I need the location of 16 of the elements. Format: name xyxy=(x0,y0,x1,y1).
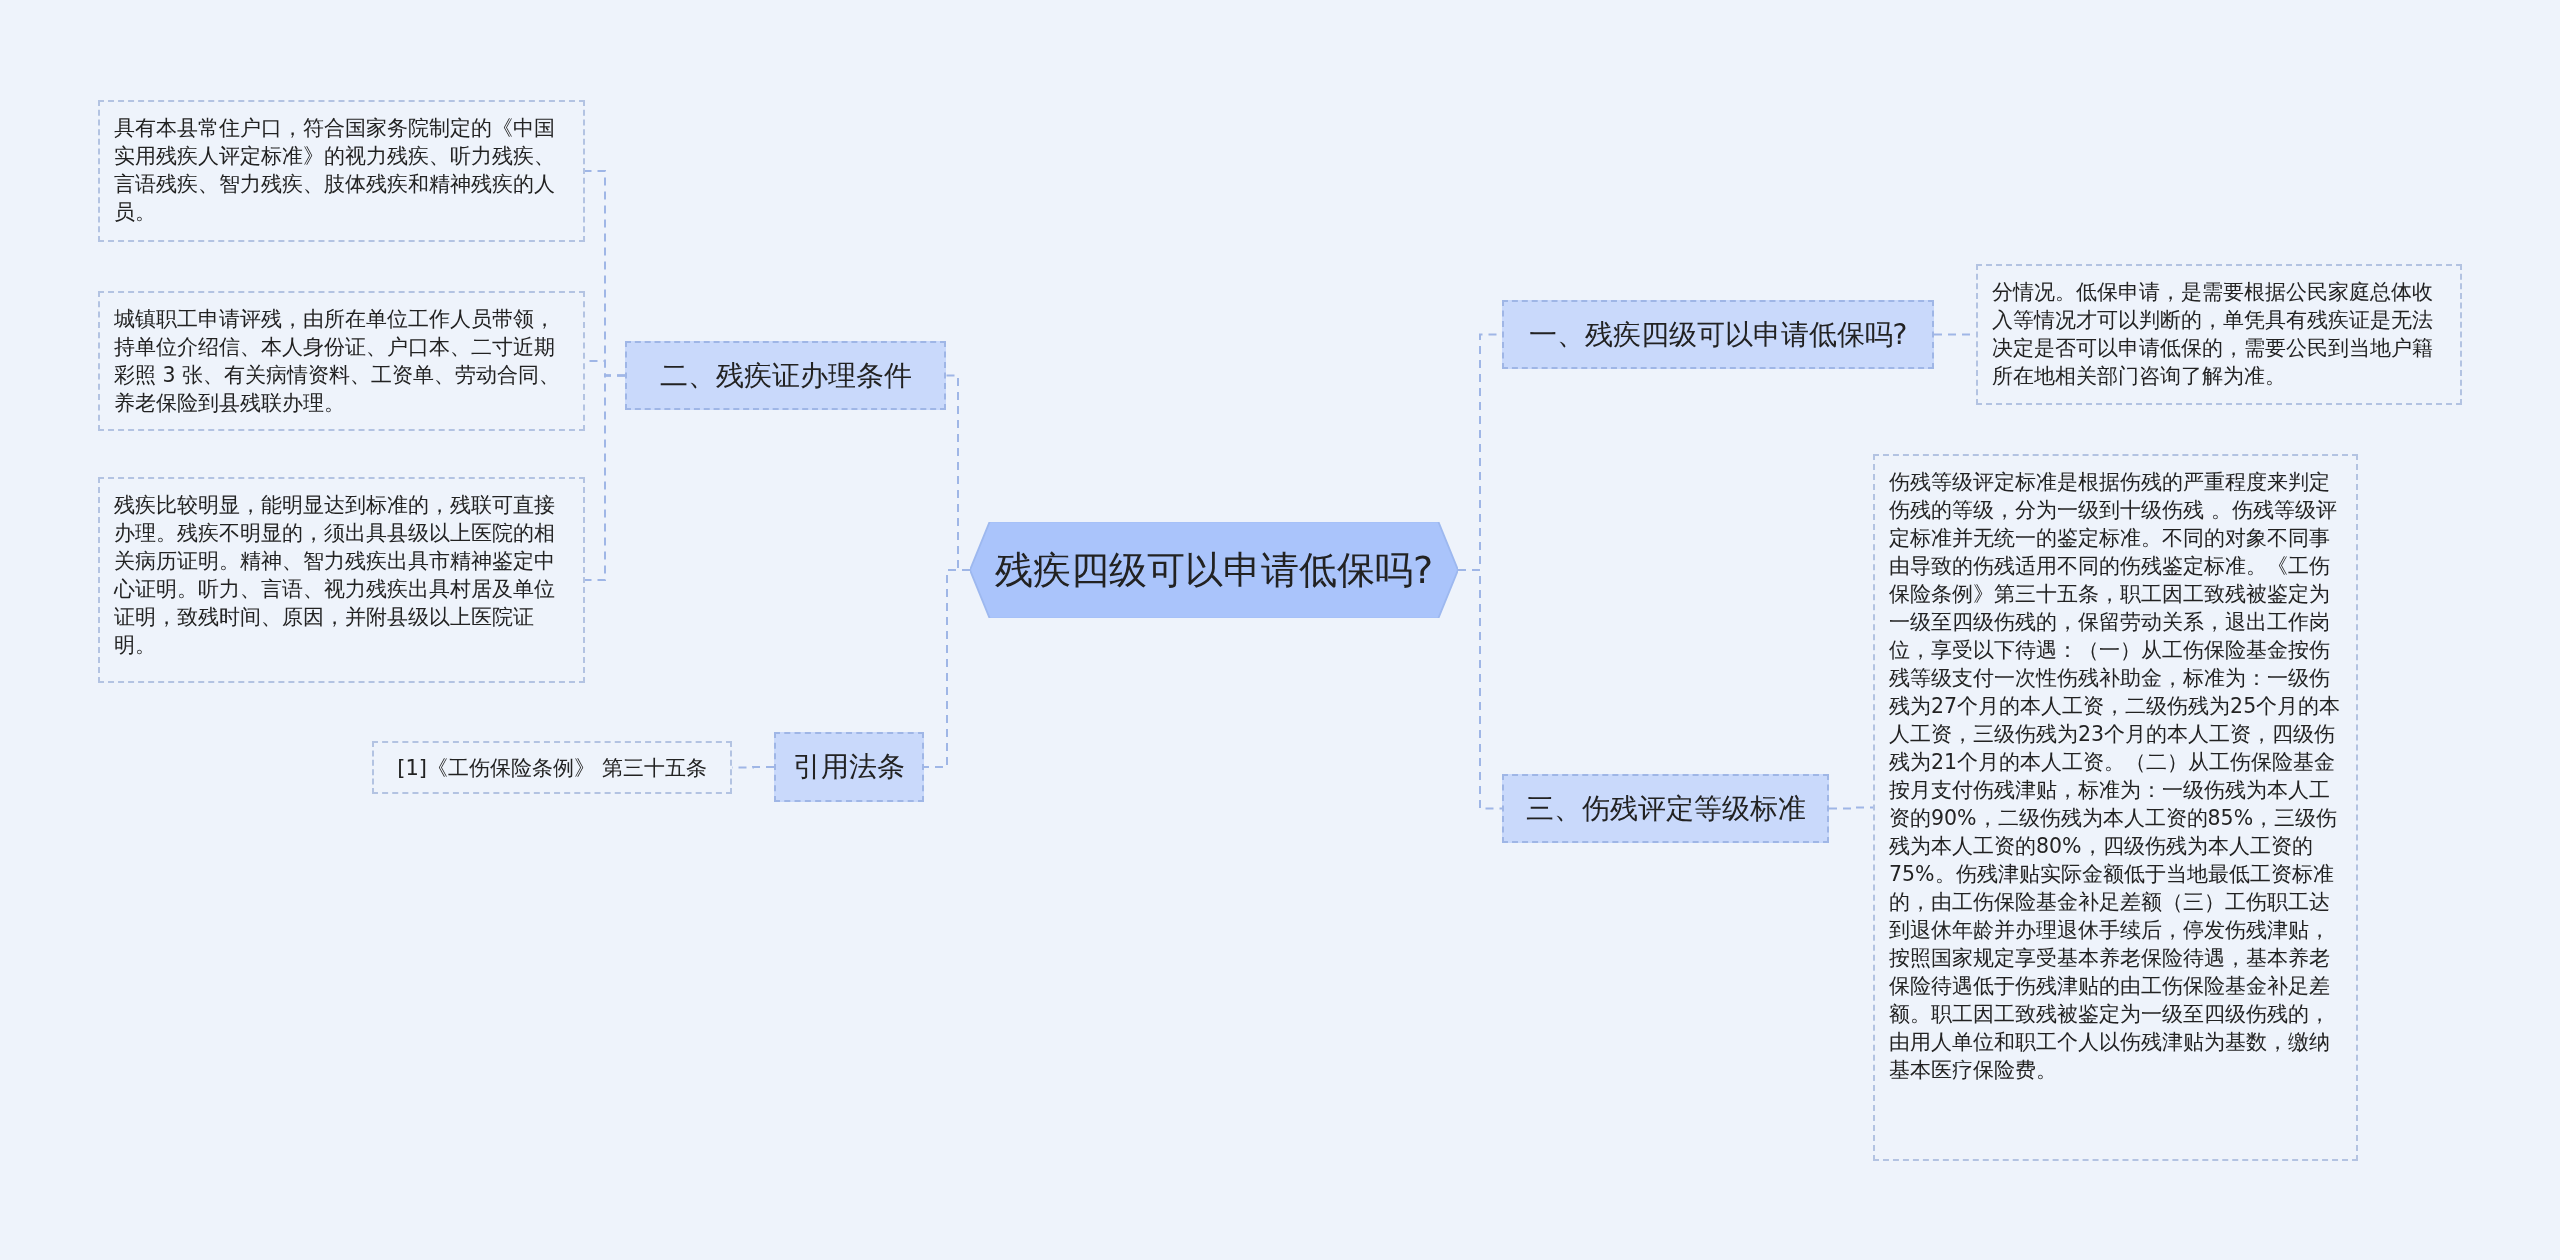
central-topic: 残疾四级可以申请低保吗? xyxy=(970,522,1458,618)
topic-box: 引用法条 xyxy=(774,732,924,802)
text-box: 伤残等级评定标准是根据伤残的严重程度来判定伤残的等级，分为一级到十级伤残 。伤残等级评定标准并无统一的鉴定标准。不同的对象不同事由导致的伤残适用不同的伤残鉴定标准。《工伤保险条例》第三十五条，职工因工致残被鉴定为一级至四级伤残的，保留劳动关系，退出工作岗位，享受以下待遇：（一）从工伤保险基金按伤残等级支付一次性伤残补助金，标准为：一级伤残为27个月的本人工资，二级伤残为25个月的本人工资，三级伤残为23个月的本人工资，四级伤残为21个月的本人工资。（二）从工伤保险基金按月支付伤残津贴，标准为：一级伤残为本人工资的90%，二级伤残为本人工资的85%，三级伤残为本人工资的80%，四级伤残为本人工资的75%。伤残津贴实际金额低于当地最低工资标准的，由工伤保险基金补足差额（三）工伤职工达到退休年龄并办理退休手续后，停发伤残津贴，按照国家规定享受基本养老保险待遇，基本养老保险待遇低于伤残津贴的由工伤保险基金补足差额。职工因工致残被鉴定为一级至四级伤残的，由用人单位和职工个人以伤残津贴为基数，缴纳基本医疗保险费。 xyxy=(1873,454,2358,1161)
connector-line xyxy=(1457,569,1503,810)
text-box: 残疾比较明显，能明显达到标准的，残联可直接办理。残疾不明显的，须出具县级以上医院的相关病历证明。精神、智力残疾出具市精神鉴定中心证明。听力、言语、视力残疾出具村居及单位证明，致残时间、原因，并附县级以上医院证明。 xyxy=(98,477,585,683)
topic-box: 一、残疾四级可以申请低保吗? xyxy=(1502,300,1934,369)
connector-line xyxy=(1828,806,1874,810)
topic-box: 二、残疾证办理条件 xyxy=(625,341,946,410)
text-box: [1]《工伤保险条例》 第三十五条 xyxy=(372,741,732,794)
connector-line xyxy=(584,374,626,581)
text-box: 分情况。低保申请，是需要根据公民家庭总体收入等情况才可以判断的，单凭具有残疾证是无法决定是否可以申请低保的，需要公民到当地户籍所在地相关部门咨询了解为准。 xyxy=(1976,264,2462,405)
topic-box: 三、伤残评定等级标准 xyxy=(1502,774,1829,843)
connector-line xyxy=(923,569,971,768)
text-box: 具有本县常住户口，符合国家务院制定的《中国实用残疾人评定标准》的视力残疾、听力残疾、言语残疾、智力残疾、肢体残疾和精神残疾的人员。 xyxy=(98,100,585,242)
connector-line xyxy=(731,766,775,769)
text-box: 城镇职工申请评残，由所在单位工作人员带领，持单位介绍信、本人身份证、户口本、二寸近期彩照 3 张、有关病情资料、工资单、劳动合同、养老保险到县残联办理。 xyxy=(98,291,585,431)
